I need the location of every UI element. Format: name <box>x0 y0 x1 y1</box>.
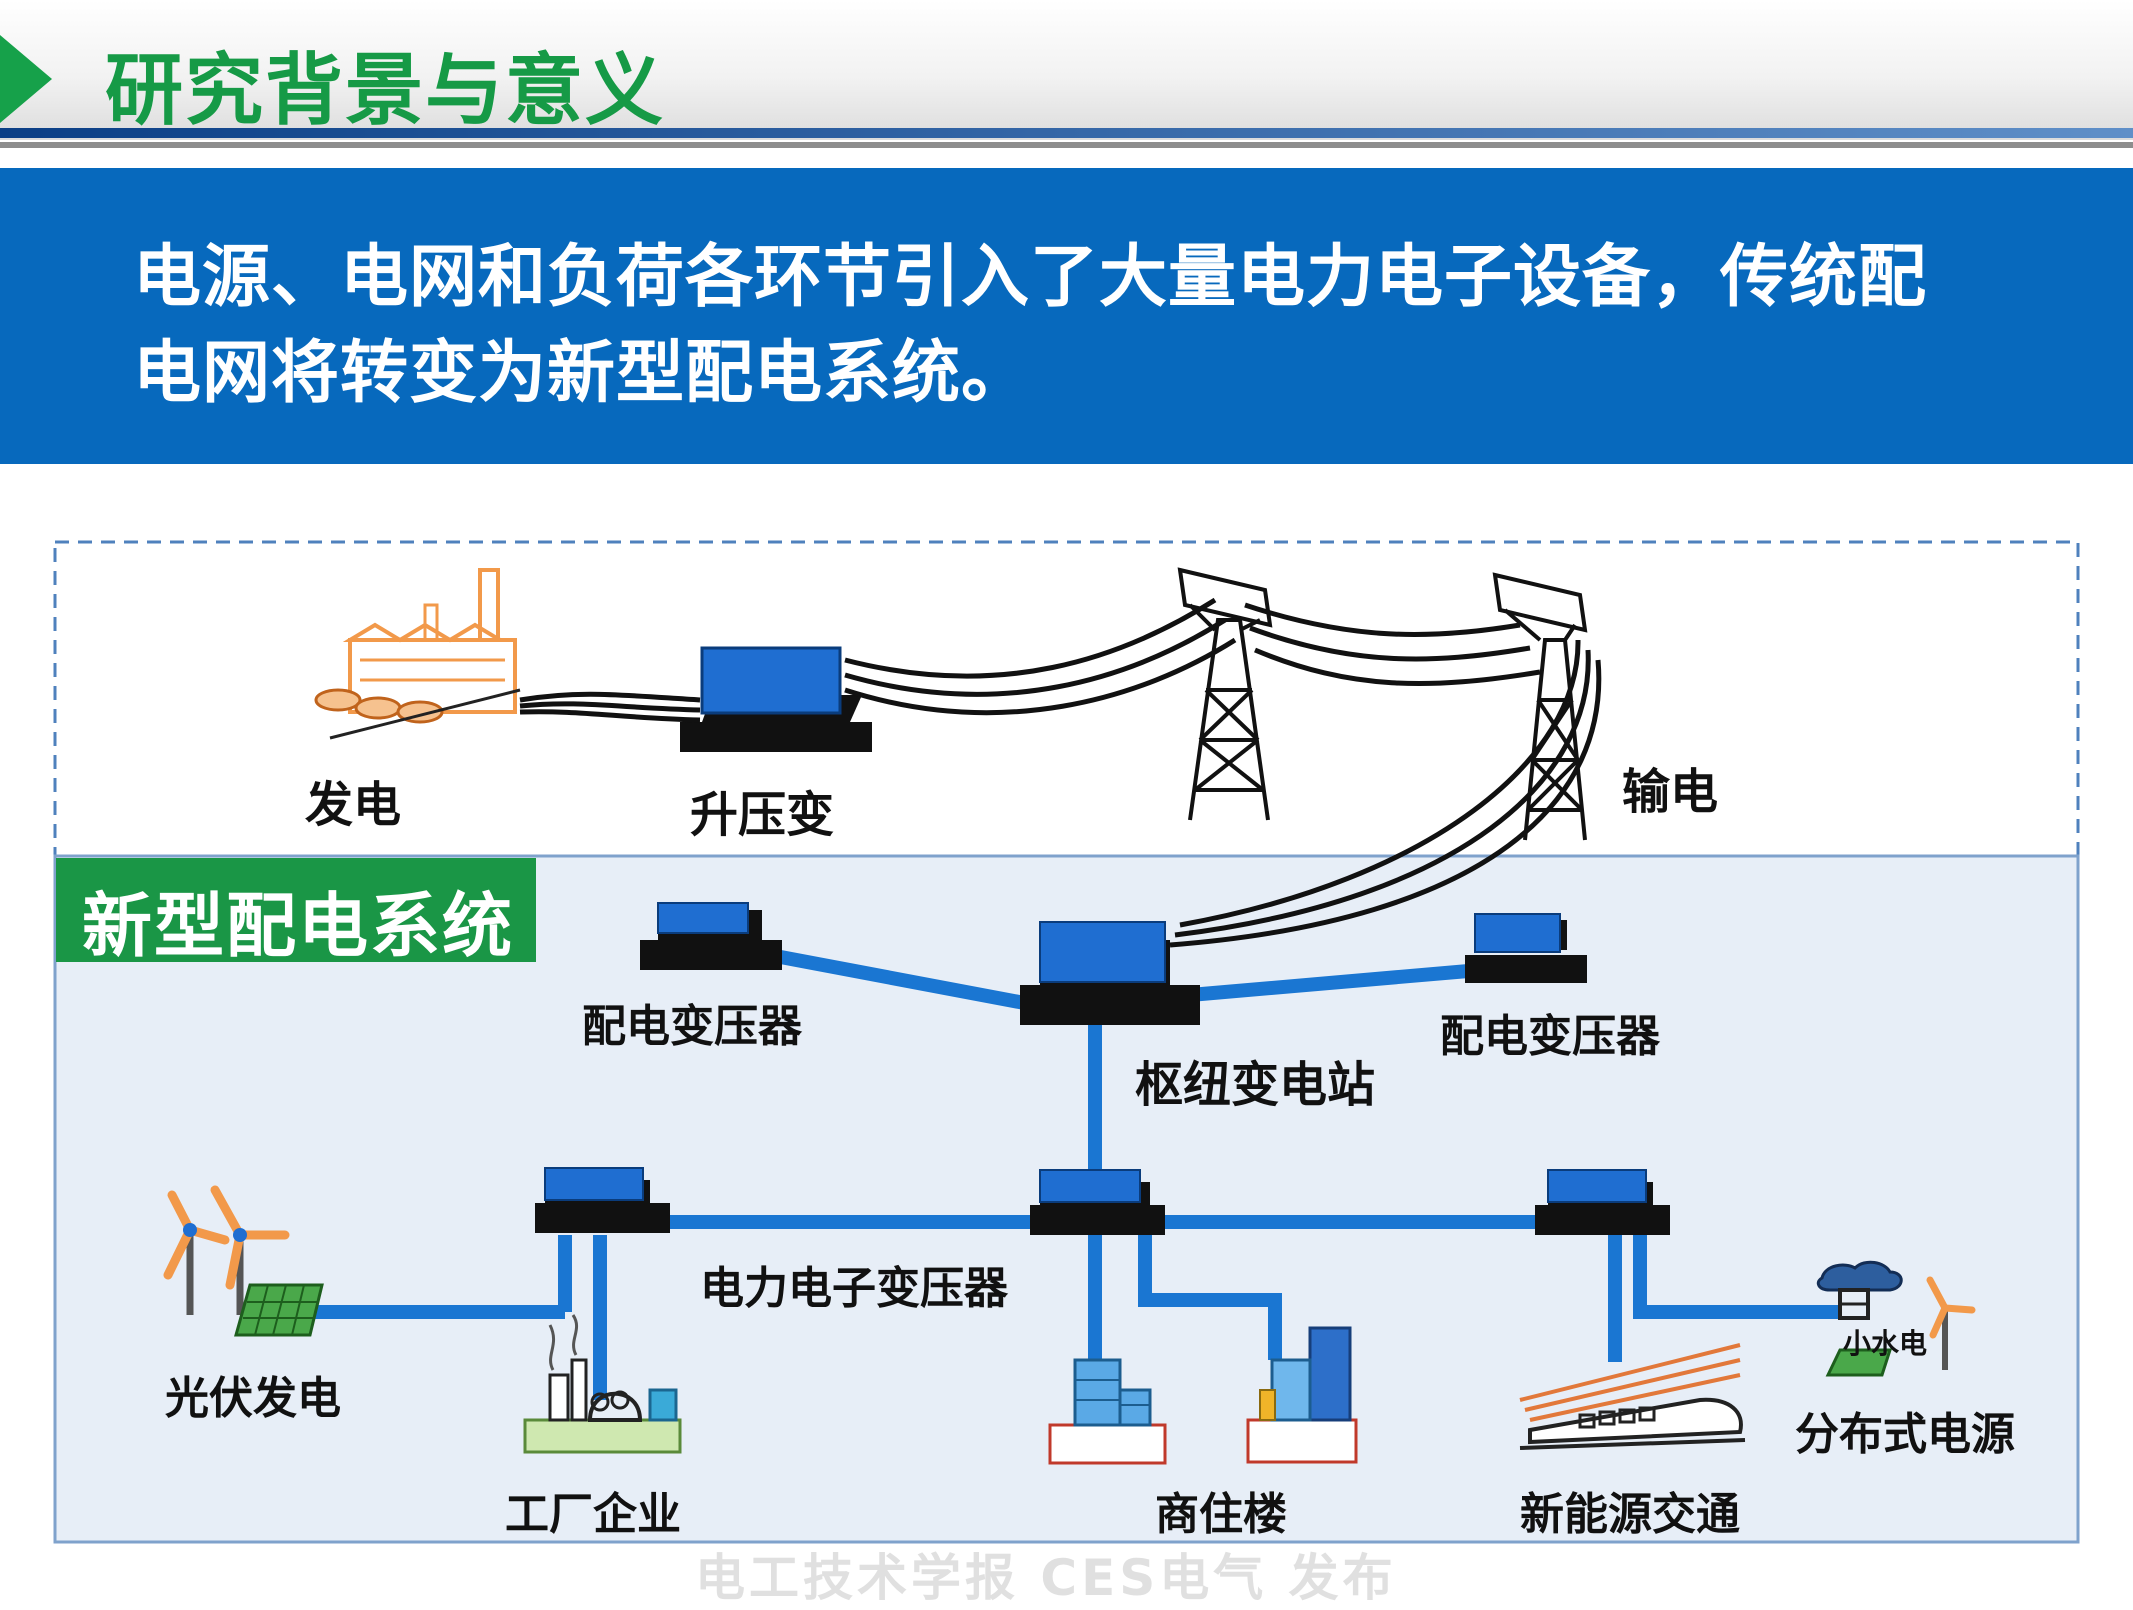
label-distributed-source: 分布式电源 <box>1795 1409 2015 1460</box>
badge-label: 新型配电系统 <box>82 885 514 967</box>
pe-transformer-left-icon <box>535 1167 670 1233</box>
label-transmission: 输电 <box>1622 764 1719 820</box>
distributed-source-icon <box>1825 1276 1976 1377</box>
pylon-icon-1 <box>1177 567 1273 821</box>
label-hub-substation: 枢纽变电站 <box>1135 1057 1376 1113</box>
distribution-lines <box>310 948 1840 1400</box>
summary-banner: 电源、电网和负荷各环节引入了大量电力电子设备，传统配 电网将转变为新型配电系统。 <box>0 168 2133 464</box>
label-dist-transformer-left: 配电变压器 <box>582 1001 802 1052</box>
header-rule-blue <box>0 128 2133 138</box>
pylon-icon-2 <box>1492 572 1588 841</box>
header-rule-gray <box>0 142 2133 148</box>
dist-transformer-right-icon <box>1465 913 1587 983</box>
label-factory: 工厂企业 <box>505 1489 681 1540</box>
solar-panel-icon <box>234 1283 324 1337</box>
slide-header: 研究背景与意义 <box>0 0 2133 148</box>
label-commercial: 商住楼 <box>1155 1489 1287 1540</box>
label-ev-traffic: 新能源交通 <box>1520 1489 1740 1540</box>
small-hydro-icon <box>1816 1260 1903 1320</box>
ev-train-icon <box>1519 1343 1746 1450</box>
dist-transformer-left-icon <box>640 902 782 970</box>
factory-icon <box>523 1314 682 1454</box>
page-title: 研究背景与意义 <box>105 46 666 136</box>
transmission-lines <box>519 597 1602 948</box>
wind-turbine-icon <box>163 1185 290 1315</box>
hub-substation-icon <box>1020 921 1200 1025</box>
label-step-up-transformer: 升压变 <box>690 787 835 843</box>
power-plant-icon <box>314 568 521 740</box>
play-arrow-icon <box>0 35 52 123</box>
step-up-transformer-icon <box>680 646 872 752</box>
watermark: 电工技术学报 CES电气 发布 <box>695 1549 1397 1607</box>
label-generation: 发电 <box>305 777 402 833</box>
banner-line-1: 电源、电网和负荷各环节引入了大量电力电子设备，传统配 <box>133 238 1928 317</box>
pe-transformer-center-icon <box>1030 1169 1165 1235</box>
banner-line-2: 电网将转变为新型配电系统。 <box>133 334 1031 413</box>
label-pe-transformer: 电力电子变压器 <box>700 1263 1008 1314</box>
label-dist-transformer-right: 配电变压器 <box>1440 1011 1660 1062</box>
label-small-hydro: 小水电 <box>1843 1327 1928 1360</box>
pe-transformer-right-icon <box>1535 1169 1670 1235</box>
commercial-building-icon-2 <box>1246 1326 1358 1464</box>
label-pv: 光伏发电 <box>165 1373 341 1424</box>
new-distribution-system-badge: 新型配电系统 <box>56 858 536 967</box>
banner-text: 电源、电网和负荷各环节引入了大量电力电子设备，传统配 电网将转变为新型配电系统。 <box>133 230 2033 422</box>
commercial-building-icon-1 <box>1048 1358 1167 1465</box>
